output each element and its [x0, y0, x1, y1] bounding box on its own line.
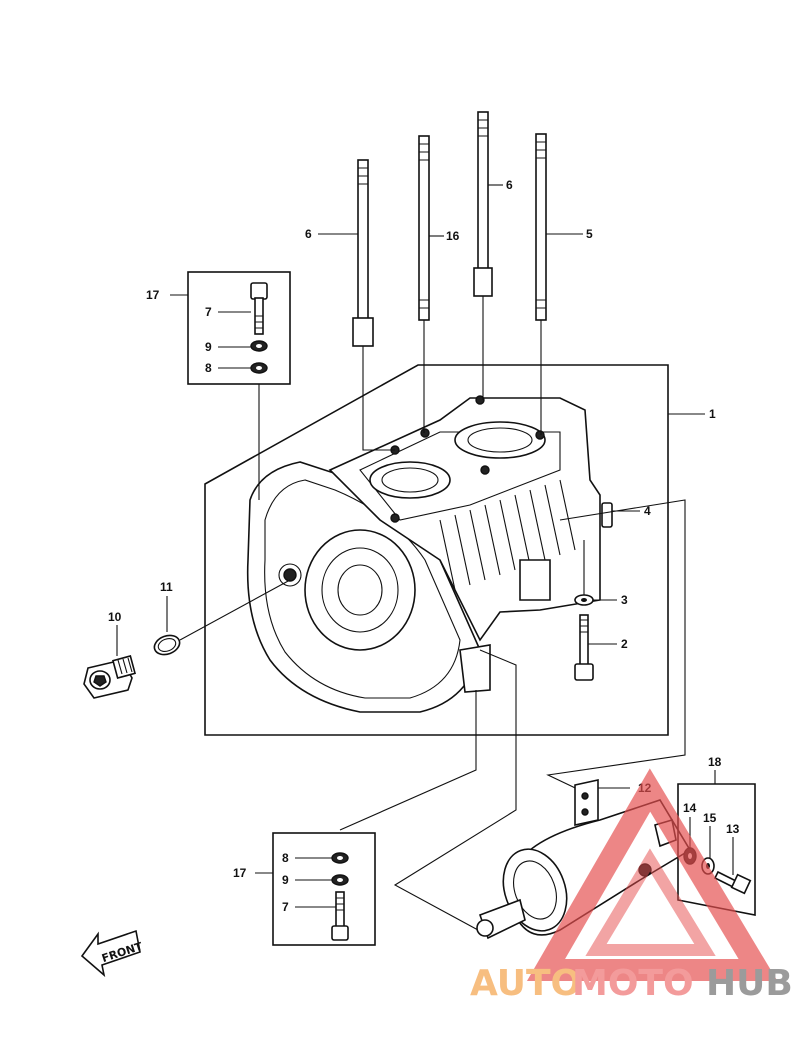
- callout-3: 3: [621, 593, 628, 607]
- callout-6-left: 6: [305, 227, 312, 241]
- drain-plug-10: [83, 654, 137, 699]
- stud-6-left: [352, 159, 374, 347]
- bolt-7-bottom: [331, 891, 349, 941]
- stud-leader-lines: [362, 296, 542, 451]
- starter-leader-lines: [339, 499, 686, 931]
- callout-15: 15: [703, 811, 717, 825]
- front-arrow: FRONT: [80, 929, 145, 978]
- stud-callout-lines: [318, 184, 583, 237]
- assembly-frame-1: [204, 364, 669, 736]
- stud-5: [535, 133, 547, 321]
- bolt-kit-17-top-frame: [187, 271, 291, 385]
- callout-17-top: 17: [146, 288, 160, 302]
- bolt-13: [713, 870, 752, 895]
- callout-6-center: 6: [506, 178, 513, 192]
- callout-8-bottom: 8: [282, 851, 289, 865]
- bolt-kit-17-bottom-frame: [272, 832, 376, 946]
- callout-4: 4: [644, 504, 651, 518]
- stud-16: [418, 135, 430, 321]
- bolt-2: [574, 614, 594, 681]
- crankcase: [246, 395, 601, 713]
- bolt-7-top: [250, 282, 268, 335]
- bolt-kit-18-frame: [677, 783, 756, 916]
- stud-6-center: [473, 111, 493, 297]
- callout-16: 16: [446, 229, 460, 243]
- callout-11: 11: [160, 580, 173, 594]
- callout-7-bottom: 7: [282, 900, 289, 914]
- callout-2: 2: [621, 637, 628, 651]
- dowel-pin-4: [601, 502, 613, 528]
- callout-9-top: 9: [205, 340, 212, 354]
- callout-14: 14: [683, 801, 697, 815]
- callout-13: 13: [726, 822, 740, 836]
- watermark-auto: AUTO: [470, 963, 581, 1004]
- callout-17-bottom: 17: [233, 866, 247, 880]
- watermark-triangle: [526, 768, 778, 981]
- callout-9-bottom: 9: [282, 873, 289, 887]
- watermark-moto: MOTO: [572, 963, 694, 1004]
- callout-1: 1: [709, 407, 716, 421]
- callout-8-top: 8: [205, 361, 212, 375]
- callout-5: 5: [586, 227, 593, 241]
- watermark-hub: HUB: [706, 963, 793, 1004]
- callout-18: 18: [708, 755, 722, 769]
- callout-7-top: 7: [205, 305, 212, 319]
- o-ring-11: [153, 634, 181, 656]
- watermark-logo: AUTO MOTO HUB: [470, 768, 793, 1004]
- starter-bracket-12: [574, 779, 599, 826]
- callout-10: 10: [108, 610, 122, 624]
